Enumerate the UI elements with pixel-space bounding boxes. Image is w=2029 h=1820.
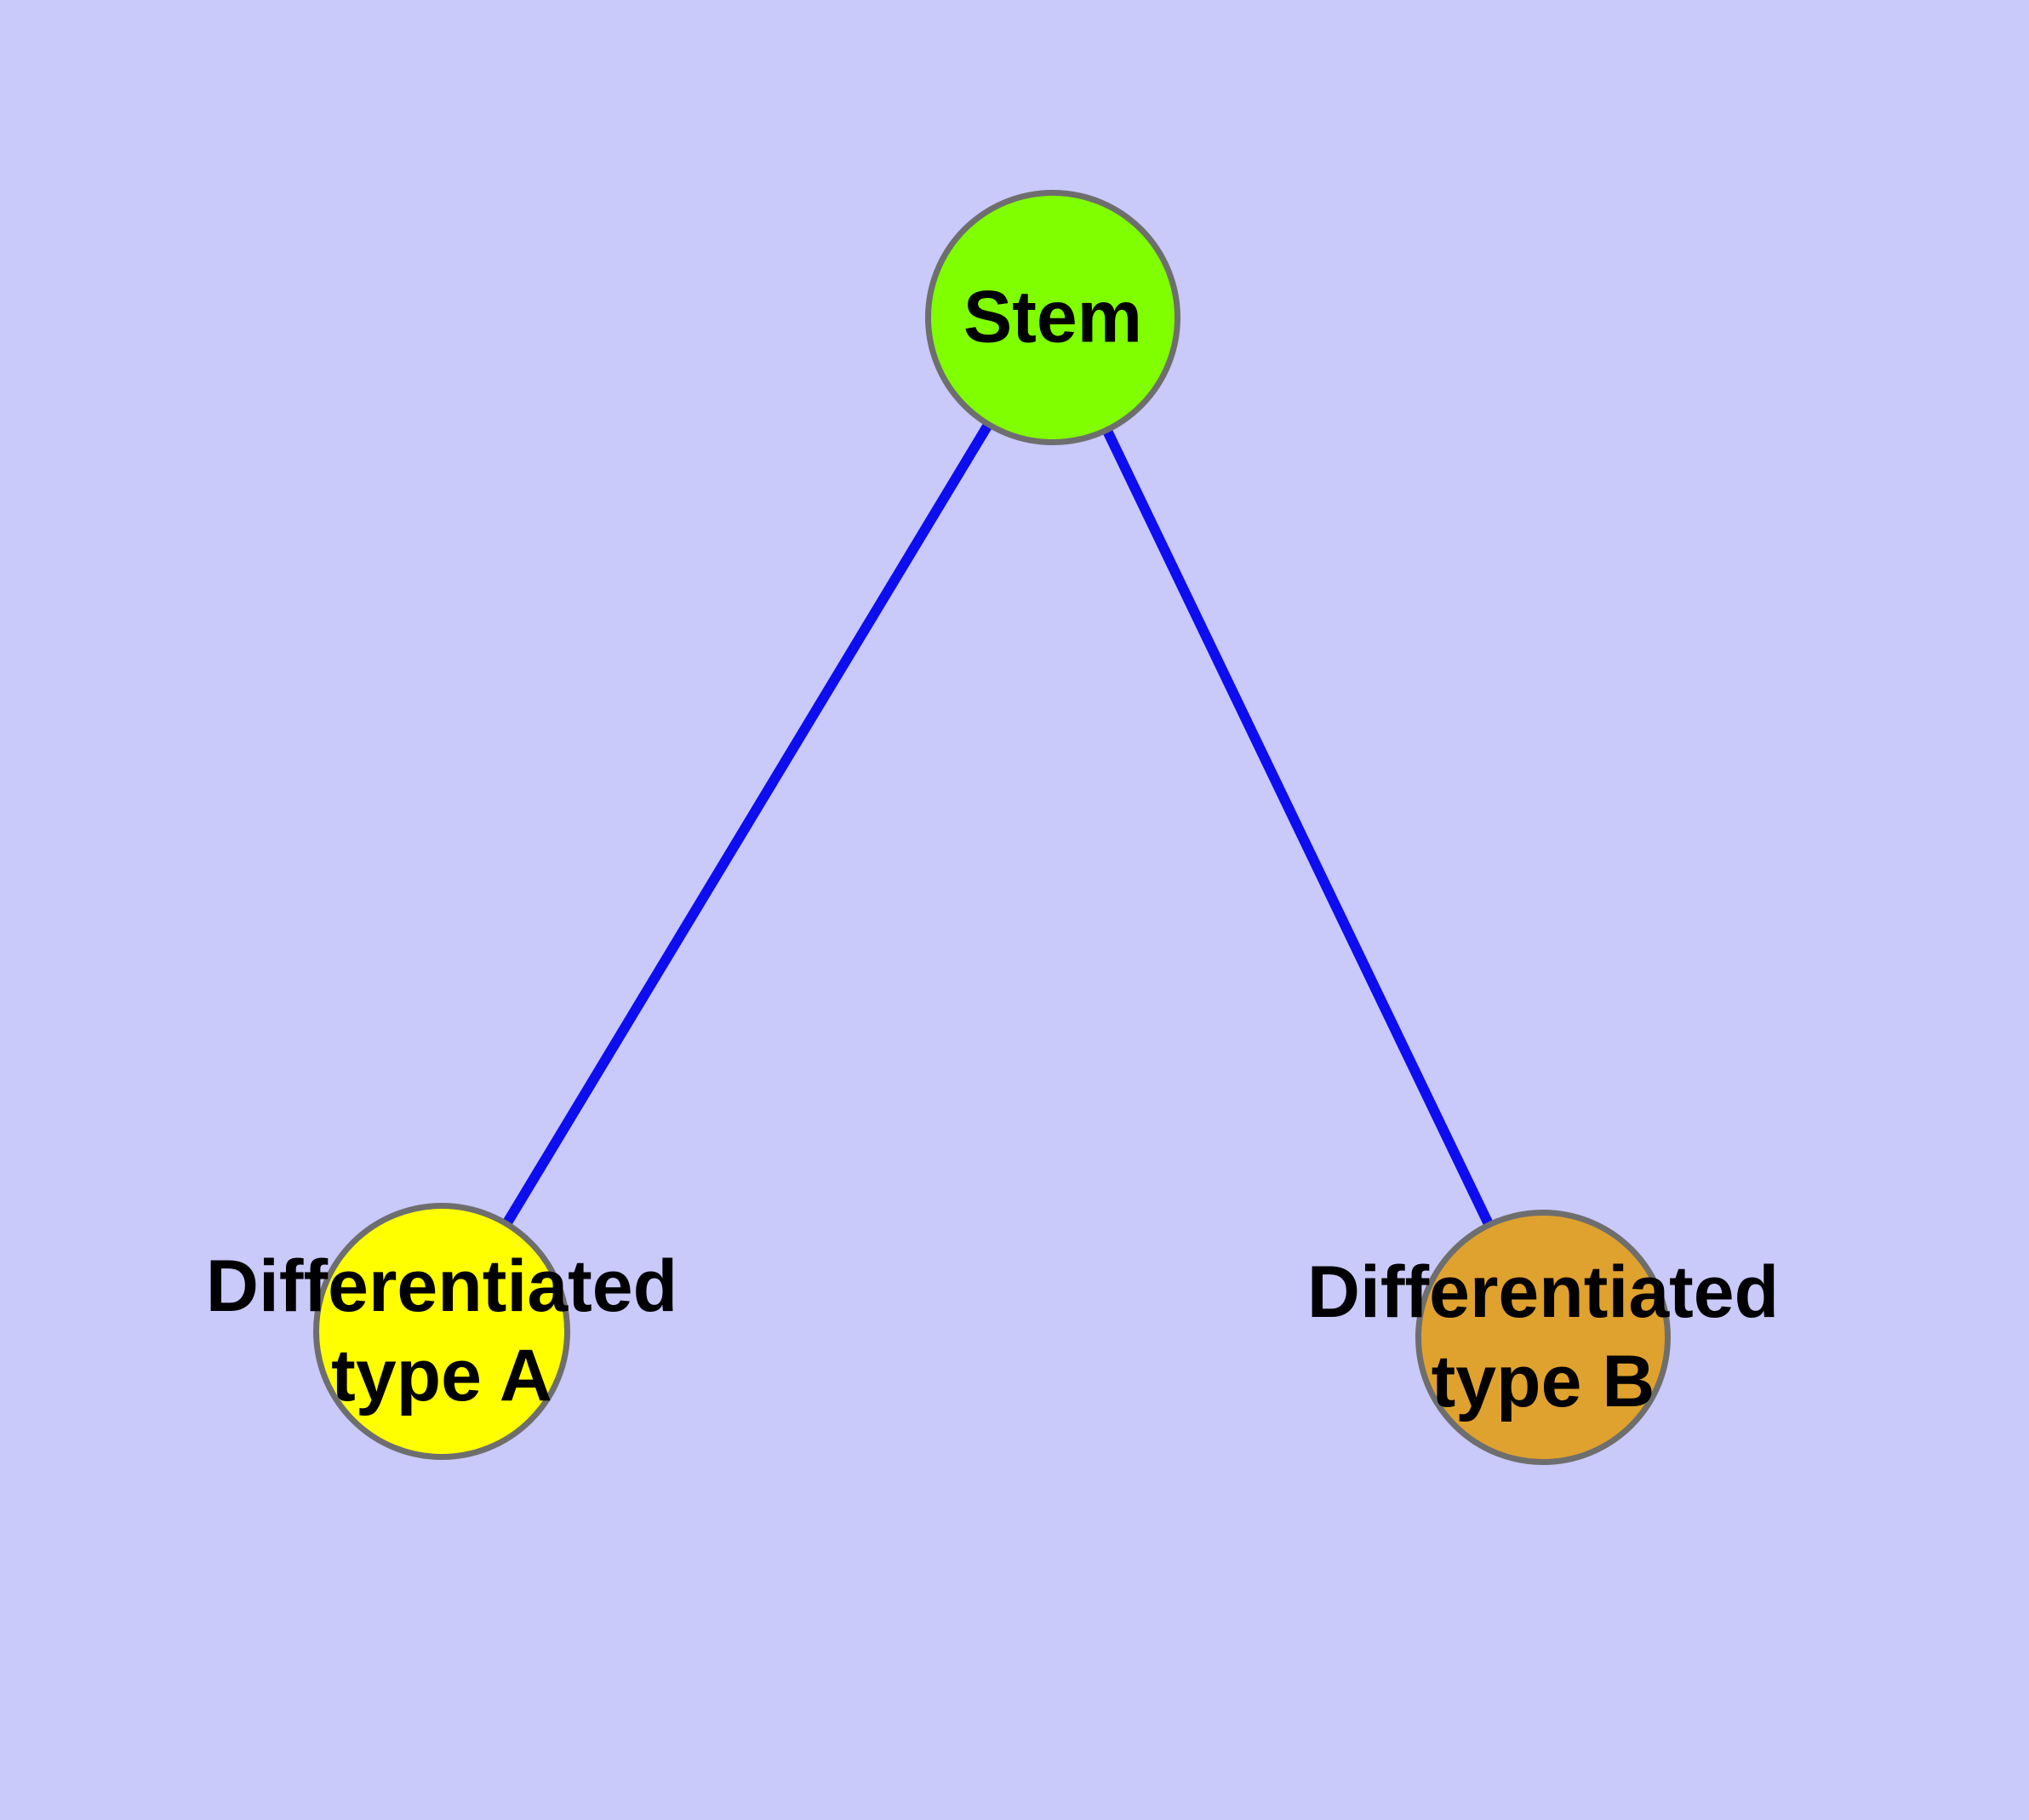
edges-layer <box>502 422 1494 1227</box>
nodes-layer <box>313 190 1671 1465</box>
graph-node-diff_b[interactable] <box>1415 1210 1671 1465</box>
graph-edge[interactable] <box>502 422 992 1226</box>
graph-node-diff_a[interactable] <box>313 1203 570 1460</box>
graph-node-stem[interactable] <box>925 190 1180 445</box>
graph-edge[interactable] <box>1102 428 1494 1227</box>
